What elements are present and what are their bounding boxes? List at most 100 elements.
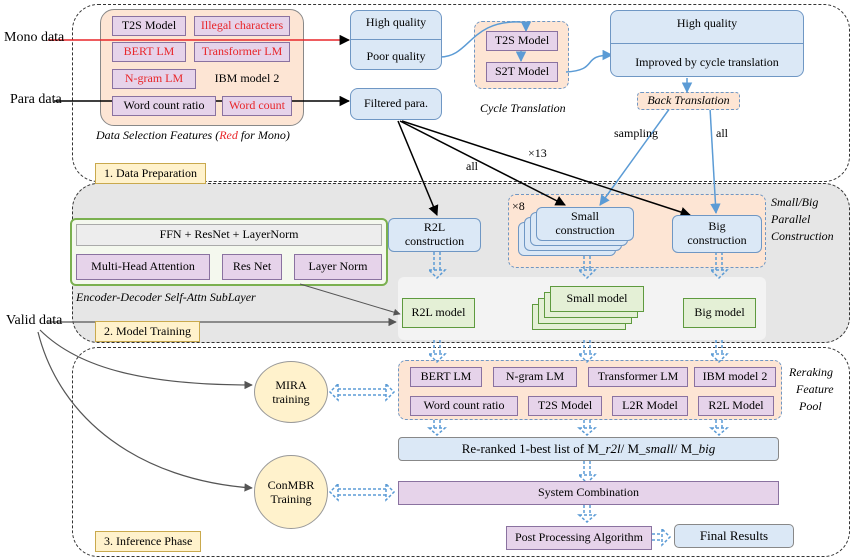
inference-section	[72, 347, 850, 557]
rerank-feature-label: N-gram LM	[505, 369, 565, 384]
big-construction-label: Big construction	[687, 219, 747, 247]
final-results-box: Final Results	[674, 524, 794, 548]
rerank-t2s-model: T2S Model	[528, 396, 602, 416]
rerank-caption: Reraking Feature Pool	[789, 364, 834, 415]
ffn-label: FFN + ResNet + LayerNorm	[159, 227, 299, 242]
r2l-model-label: R2L model	[411, 305, 466, 320]
system-combination-label: System Combination	[537, 485, 639, 500]
rerank-feature-label: IBM model 2	[702, 369, 768, 384]
small-construction-box: Small construction	[536, 207, 634, 241]
final-results-label: Final Results	[699, 527, 769, 543]
quality-split-box: High quality Poor quality	[350, 10, 442, 70]
feature-ibm-model-2: IBM model 2	[204, 69, 290, 89]
sampling-label: sampling	[614, 126, 658, 140]
system-combination-box: System Combination	[398, 481, 779, 505]
feature-word-count: Word count	[222, 96, 292, 116]
feature-label: T2S Model	[121, 18, 177, 33]
feature-t2s-model: T2S Model	[112, 16, 186, 36]
rerank-transformer-lm: Transformer LM	[588, 367, 688, 387]
improved-title: High quality	[676, 16, 738, 31]
mha-label: Multi-Head Attention	[91, 259, 195, 274]
all-right-label: all	[716, 126, 728, 140]
construction-side-caption: Small/Big Parallel Construction	[771, 194, 834, 245]
para-data-label: Para data	[10, 92, 62, 107]
feature-transformer-lm: Transformer LM	[194, 42, 290, 62]
mira-line-1: MIRA	[275, 377, 307, 392]
caption-line: Feature	[796, 382, 834, 396]
conmbr-training-node: ConMBR Training	[254, 455, 328, 529]
phase-model-training: 2. Model Training	[95, 321, 201, 342]
rerank-feature-label: Transformer LM	[597, 369, 679, 384]
x13-label: ×13	[528, 146, 547, 160]
improved-quality-box: High quality Improved by cycle translati…	[610, 10, 804, 77]
caption-line: Parallel	[771, 212, 811, 226]
rerank-feature-label: L2R Model	[622, 398, 678, 413]
small-model-label: Small model	[566, 291, 628, 306]
back-translation-label: Back Translation	[647, 93, 730, 108]
small-construction-label: Small construction	[555, 209, 615, 237]
feature-illegal-characters: Illegal characters	[194, 16, 290, 36]
encoder-caption: Encoder-Decoder Self-Attn SubLayer	[76, 290, 256, 304]
feature-label: Word count ratio	[123, 98, 205, 113]
resnet-box: Res Net	[222, 254, 282, 280]
reranked-sep-1: / M_	[620, 440, 646, 456]
reranked-prefix: Re-ranked 1-best list of M_	[461, 440, 606, 456]
filtered-para-label: Filtered para.	[364, 96, 428, 111]
high-quality-label: High quality	[365, 14, 427, 29]
rerank-bert-lm: BERT LM	[410, 367, 482, 387]
rerank-r2l-model: R2L Model	[698, 396, 774, 416]
conmbr-line-2: Training	[270, 492, 312, 506]
mono-data-label: Mono data	[4, 30, 65, 45]
selection-caption: Data Selection Features (Red for Mono)	[96, 128, 290, 143]
feature-bert-lm: BERT LM	[112, 42, 186, 62]
cycle-t2s-model: T2S Model	[486, 31, 558, 51]
rerank-feature-label: T2S Model	[537, 398, 593, 413]
improved-subtitle: Improved by cycle translation	[635, 55, 779, 70]
feature-ngram-lm: N-gram LM	[112, 69, 196, 89]
mira-training-node: MIRA training	[254, 361, 328, 423]
cycle-s2t-label: S2T Model	[494, 64, 550, 79]
caption-line: Pool	[799, 399, 822, 413]
rerank-word-count-ratio: Word count ratio	[410, 396, 518, 416]
feature-label: Illegal characters	[200, 18, 284, 33]
rerank-l2r-model: L2R Model	[612, 396, 688, 416]
phase-data-preparation: 1. Data Preparation	[95, 163, 206, 184]
reranked-sep-2: / M_	[673, 440, 699, 456]
reranked-big: big	[698, 440, 716, 456]
resnet-label: Res Net	[232, 259, 272, 274]
poor-quality-label: Poor quality	[366, 49, 426, 64]
big-model-label: Big model	[694, 305, 745, 320]
cycle-t2s-label: T2S Model	[494, 33, 550, 48]
rerank-feature-label: Word count ratio	[423, 398, 505, 413]
data-preparation-section	[72, 4, 850, 182]
caption-red-word: Red	[219, 128, 238, 142]
big-construction-box: Big construction	[672, 215, 762, 253]
phase-inference: 3. Inference Phase	[95, 531, 202, 552]
all-left-label: all	[466, 159, 478, 173]
valid-data-label: Valid data	[6, 313, 63, 328]
rerank-feature-label: BERT LM	[420, 369, 472, 384]
feature-label: BERT LM	[123, 44, 175, 59]
layernorm-box: Layer Norm	[294, 254, 382, 280]
filtered-para-box: Filtered para.	[350, 88, 442, 120]
reranked-r2l: r2l	[605, 440, 621, 456]
r2l-construction-box: R2L construction	[388, 218, 481, 252]
feature-label: Word count	[228, 98, 286, 113]
ffn-resnet-layernorm-box: FFN + ResNet + LayerNorm	[76, 224, 382, 246]
conmbr-line-1: ConMBR	[267, 477, 315, 492]
caption-line: Small/Big	[771, 195, 819, 209]
mira-line-2: training	[272, 392, 310, 406]
post-processing-label: Post Processing Algorithm	[514, 530, 643, 545]
small-model-box: Small model	[550, 286, 644, 312]
x8-label: ×8	[512, 199, 525, 213]
multi-head-attention-box: Multi-Head Attention	[76, 254, 210, 280]
caption-prefix: Data Selection Features (	[96, 128, 220, 142]
rerank-feature-label: R2L Model	[708, 398, 764, 413]
feature-label: Transformer LM	[201, 44, 283, 59]
big-model-box: Big model	[683, 298, 756, 328]
cycle-s2t-model: S2T Model	[486, 62, 558, 82]
rerank-ngram-lm: N-gram LM	[493, 367, 577, 387]
rerank-ibm-model-2: IBM model 2	[694, 367, 776, 387]
feature-word-count-ratio: Word count ratio	[112, 96, 216, 116]
